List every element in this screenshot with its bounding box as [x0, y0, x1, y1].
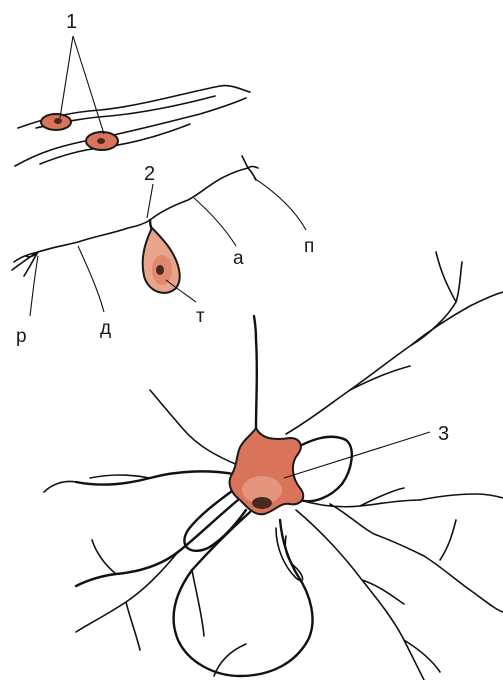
label-1-leader-a	[60, 36, 73, 118]
multipolar-loop-bottom	[174, 512, 313, 676]
multipolar-branch-ur-2	[350, 252, 456, 390]
bipolar-fiber-lower	[15, 98, 246, 166]
multipolar-process-top	[254, 316, 257, 428]
multipolar-nucleus	[252, 497, 272, 509]
multipolar-process-lower-left-2	[76, 540, 178, 650]
bipolar-nucleus-a	[54, 118, 62, 124]
label-t: т	[196, 306, 205, 327]
pseudounipolar-nucleus	[156, 265, 164, 275]
label-p-leader	[254, 178, 306, 230]
pseudounipolar-neuron: 2 р д т а п	[12, 156, 314, 347]
label-r: р	[16, 326, 27, 347]
label-1: 1	[66, 11, 77, 33]
label-a-leader	[194, 198, 236, 246]
multipolar-neuron: 3	[44, 252, 503, 680]
label-p: п	[304, 236, 314, 257]
bipolar-neurons: 1	[15, 11, 250, 166]
multipolar-process-lower-right	[296, 510, 440, 680]
label-2-leader	[147, 184, 153, 218]
label-d-leader	[78, 246, 104, 312]
label-d: д	[100, 318, 111, 339]
central-process	[150, 168, 248, 220]
label-a: а	[233, 248, 244, 269]
multipolar-process-left-2	[44, 390, 240, 492]
terminal-endings	[242, 156, 258, 180]
multipolar-process-bottom	[192, 570, 246, 676]
label-3-leader	[284, 432, 430, 478]
multipolar-process-left	[76, 471, 234, 484]
peripheral-process	[38, 220, 150, 252]
label-3: 3	[438, 423, 449, 445]
receptor-endings	[12, 252, 38, 276]
multipolar-process-upper-right	[286, 262, 503, 434]
multipolar-process-right-2	[420, 494, 503, 560]
multipolar-loop-inner	[276, 528, 303, 581]
label-2: 2	[144, 163, 155, 185]
bipolar-nucleus-b	[97, 138, 105, 144]
multipolar-process-right	[300, 488, 503, 612]
